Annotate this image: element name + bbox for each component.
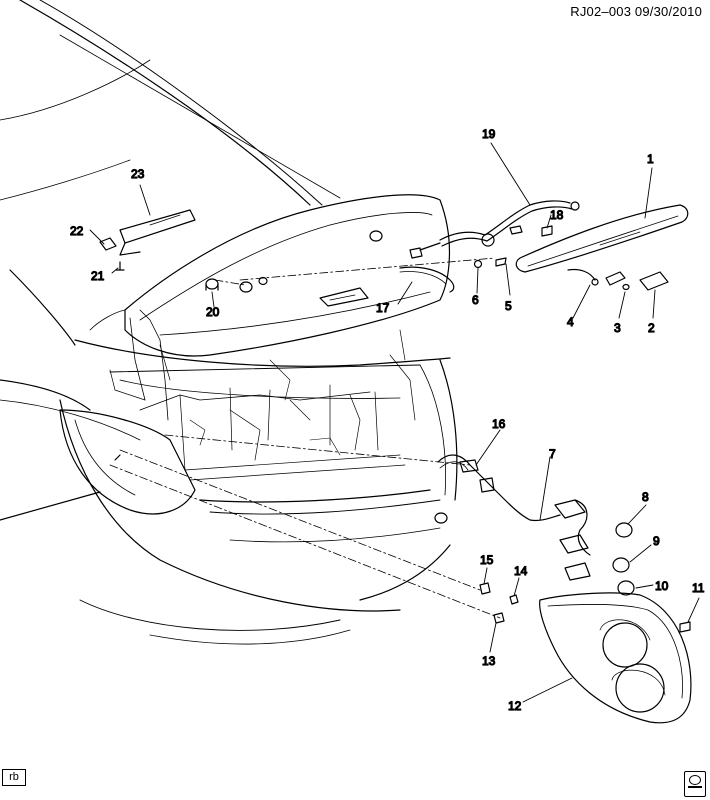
gm-spo-logo-icon [684,771,706,797]
harness-17 [399,247,455,293]
screw-5 [495,257,507,267]
left-tail-lamp-outline [59,409,196,515]
drawing-id: RJ02–003 09/30/2010 [570,4,702,19]
tail-lamp-harness [437,454,561,522]
callout-5: 5 [505,299,512,313]
grommet-20 [205,278,219,291]
callout-22: 22 [70,224,84,238]
callout-4: 4 [567,315,574,329]
logo-bar [688,786,702,788]
callout-3: 3 [614,321,621,335]
illustrator-code-box: rb [2,769,26,786]
callout-10: 10 [655,579,669,593]
callout-21: 21 [91,269,105,283]
logo-circle [689,775,701,785]
bolt-21 [115,261,125,271]
callout-1: 1 [647,152,654,166]
leader-lines [89,142,700,703]
callout-labels: 1 2 3 4 5 6 7 8 9 10 11 12 13 14 15 16 1… [69,126,705,713]
callout-19: 19 [482,127,496,141]
nut-13 [493,612,505,624]
callout-13: 13 [482,654,496,668]
screw-11 [679,621,691,633]
callout-12: 12 [508,699,522,713]
chmsl-assembly [515,204,689,273]
clip-6 [473,259,483,269]
alignment-lines [109,257,501,619]
callout-9: 9 [653,534,660,548]
bulb-sockets [554,499,591,581]
callout-2: 2 [648,321,655,335]
bulb-3 [622,283,630,291]
bracket-23 [119,209,196,256]
trunk-lid [89,194,451,421]
callout-18: 18 [550,208,564,222]
chmsl-wiring-harness [419,200,580,251]
callout-17: 17 [376,301,390,315]
callout-20: 20 [206,305,220,319]
callout-7: 7 [549,447,556,461]
callout-23: 23 [131,167,145,181]
nut-22 [99,237,117,251]
callout-11: 11 [692,581,705,595]
bulb-9 [612,557,630,573]
callout-8: 8 [642,490,649,504]
lamp-socket-4 [567,268,626,286]
bulb-8 [615,522,633,538]
bulb-10 [617,580,635,596]
tail-lamp-assembly [539,592,692,724]
clip-18 [541,225,553,237]
callout-15: 15 [480,553,494,567]
callout-14: 14 [514,564,528,578]
callout-6: 6 [472,293,479,307]
lens-2 [639,271,669,291]
vehicle-body [0,0,458,645]
callout-16: 16 [492,417,506,431]
fastener-15 [479,582,491,595]
